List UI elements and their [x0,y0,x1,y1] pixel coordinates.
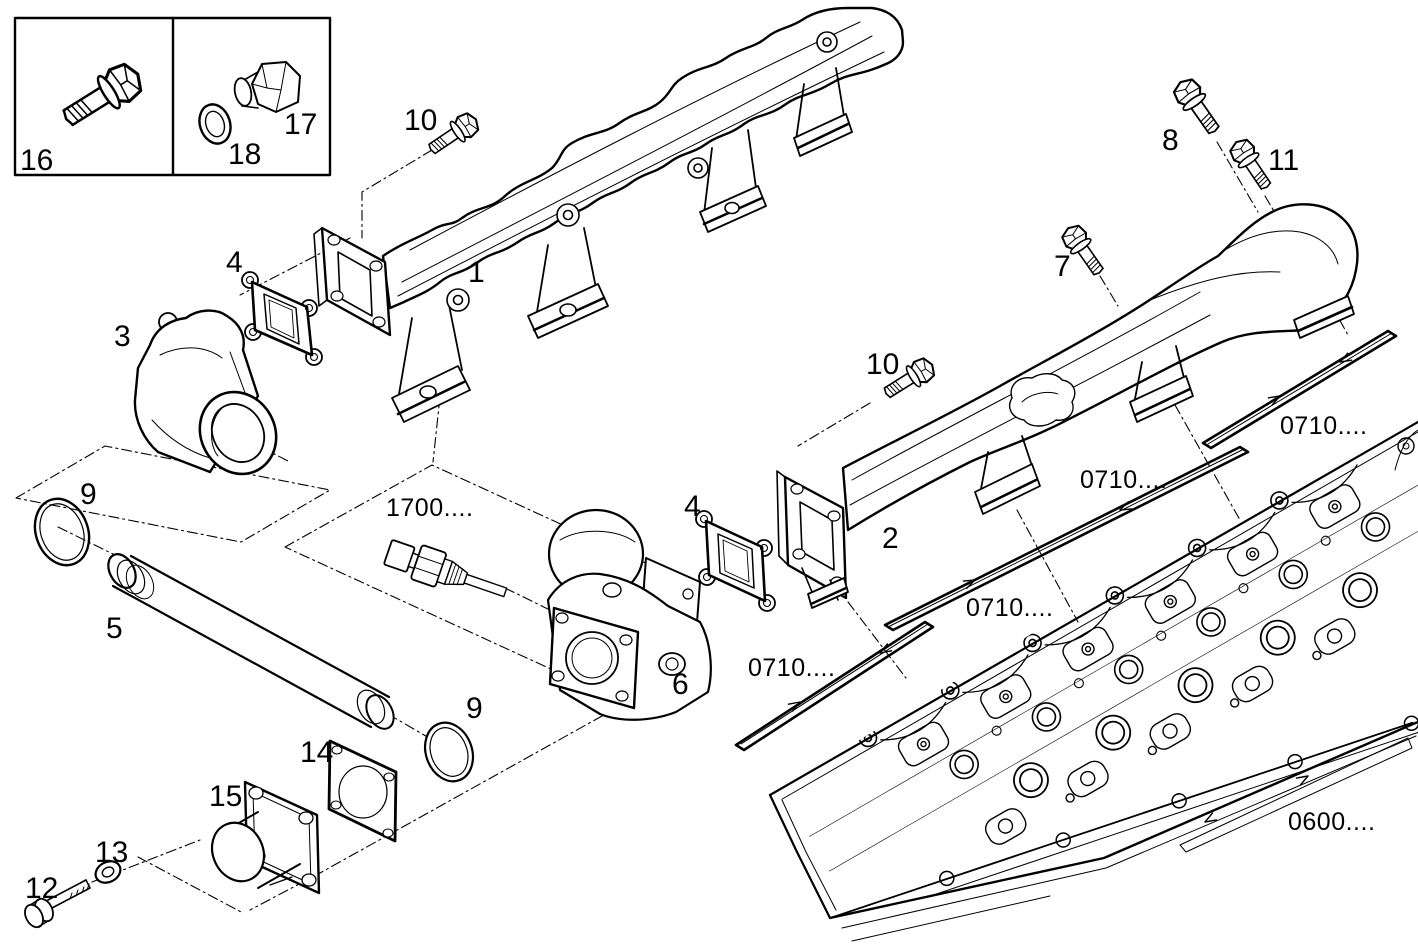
part-callout-2: 2 [882,522,899,555]
part-callout-7: 7 [1054,250,1071,283]
exhaust-manifold-1 [313,6,905,423]
part-callout-13: 13 [95,836,129,869]
part-callout-6: 6 [672,668,689,701]
gasket-14 [327,739,398,843]
part-callout-18: 18 [228,138,262,171]
part-callout-10: 10 [866,348,900,381]
legend-plug-17 [233,61,301,113]
part-callout-9: 9 [466,692,483,725]
seal-strips-0710 [734,329,1398,752]
cylinder-head [768,420,1418,942]
part-callout-9: 9 [80,478,97,511]
gasket-4-right [695,510,776,612]
exhaust-manifold-2 [776,203,1359,609]
part-callout-4: 4 [226,246,243,279]
part-callout-11: 11 [1268,144,1300,177]
part-callout-8: 8 [1162,124,1179,157]
reference-code-1700: 1700.... [386,494,474,522]
reference-code-0710: 0710.... [1280,412,1368,440]
water-elbow-3 [133,309,278,476]
part-callout-15: 15 [209,780,243,813]
reference-code-0710: 0710.... [966,594,1054,622]
legend-washer-18 [198,103,232,145]
part-callout-14: 14 [300,736,334,769]
part-callout-3: 3 [114,320,131,353]
thermostat-housing-6 [546,508,712,721]
part-callout-12: 12 [25,872,59,905]
o-ring-9-left [33,497,91,567]
bolt-12 [24,879,91,929]
reference-code-0710: 0710.... [1080,466,1168,494]
washer-13 [94,860,122,884]
part-callout-1: 1 [468,256,485,289]
temperature-sensor-1700 [383,539,508,598]
part-callout-5: 5 [106,612,123,645]
cover-15 [210,780,321,895]
part-callout-10: 10 [404,104,438,137]
part-callout-17: 17 [284,108,318,141]
reference-code-0600: 0600.... [1288,808,1376,836]
part-callout-16: 16 [20,144,54,177]
o-ring-9-right [423,721,475,783]
water-pipe-5 [107,553,395,730]
gasket-4-left [241,271,323,366]
legend-box [13,16,332,177]
reference-code-0710: 0710.... [748,654,836,682]
part-callout-4: 4 [684,490,701,523]
